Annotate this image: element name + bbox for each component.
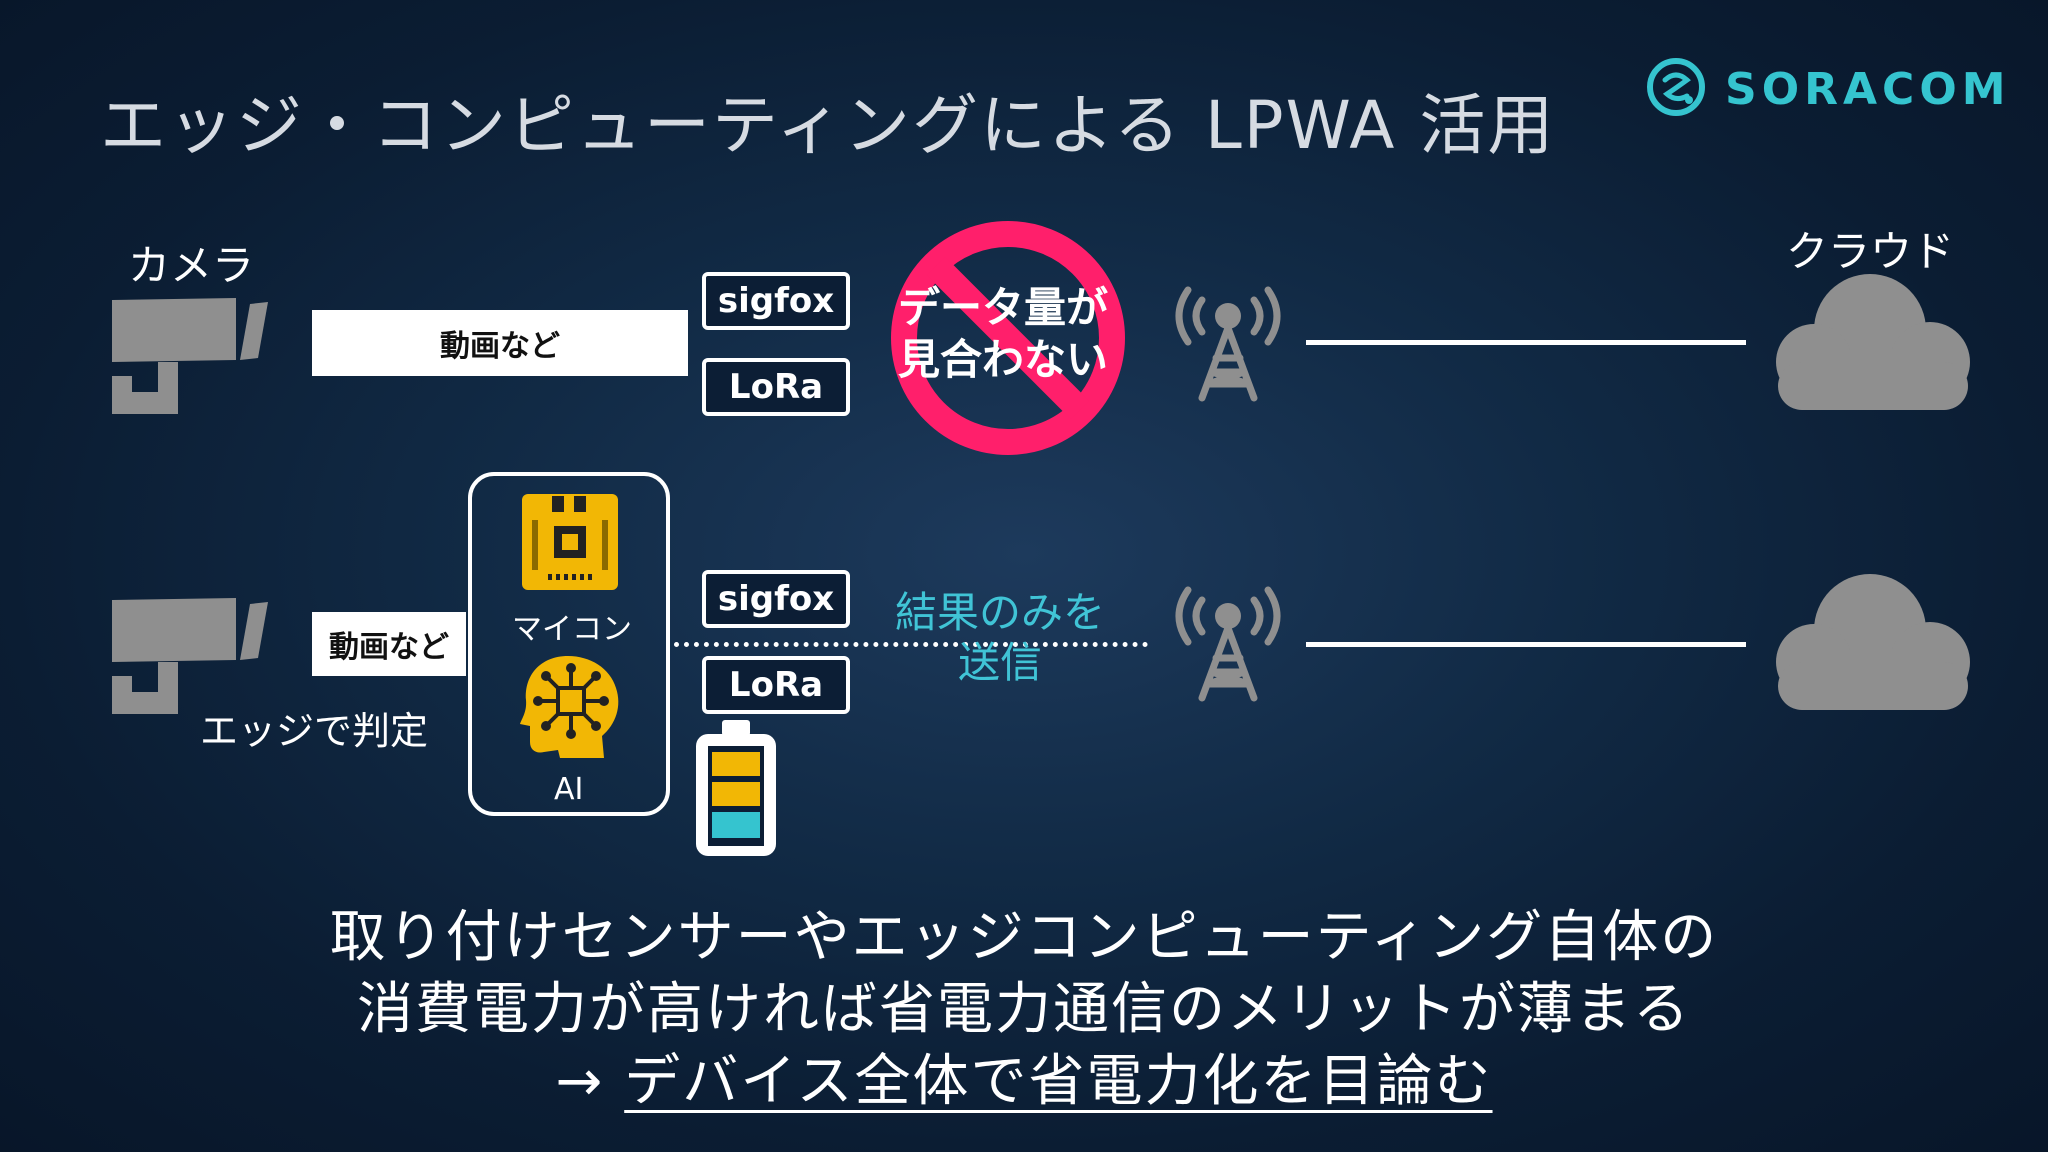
- soracom-logo-text: SORACOM: [1725, 63, 2011, 115]
- footer-arrow: →: [555, 1049, 605, 1114]
- result-caption-line-2: 送信: [957, 638, 1042, 687]
- connection-line-edge: [674, 642, 1148, 647]
- cloud-label: クラウド: [1786, 227, 1955, 276]
- camera-label: カメラ: [128, 241, 255, 290]
- no-entry-caption-line-2: 見合わない: [897, 335, 1108, 384]
- footer-line-2: 消費電力が高ければ省電力通信のメリットが薄まる: [357, 977, 1691, 1042]
- cloud-icon: [1764, 566, 1974, 722]
- no-entry-icon: [886, 216, 1130, 464]
- camera-icon: [108, 292, 268, 418]
- lora-badge: LoRa: [702, 358, 850, 416]
- footer-conclusion: デバイス全体で省電力化を目論む: [624, 1049, 1493, 1114]
- antenna-tower-icon: [1168, 286, 1288, 406]
- result-caption-line-1: 結果のみを: [894, 588, 1105, 637]
- slide-title: エッジ・コンピューティングによる LPWA 活用: [100, 87, 1556, 164]
- edge-judgement-label: エッジで判定: [200, 709, 429, 753]
- battery-icon: [692, 718, 780, 864]
- connection-line-top: [1306, 340, 1746, 345]
- edge-device-box: [468, 472, 670, 816]
- no-entry-caption: データ量が 見合わない: [888, 282, 1118, 386]
- sigfox-badge: sigfox: [702, 570, 850, 628]
- footer-line-1: 取り付けセンサーやエッジコンピューティング自体の: [329, 905, 1719, 970]
- camera-icon: [108, 592, 268, 718]
- soracom-logo: SORACOM: [1645, 56, 2011, 122]
- antenna-tower-icon: [1168, 586, 1288, 706]
- ai-label: AI: [554, 772, 584, 807]
- microcontroller-label: マイコン: [512, 612, 632, 647]
- no-entry-caption-line-1: データ量が: [897, 283, 1108, 332]
- footer-line-3: → デバイス全体で省電力化を目論む: [0, 1036, 2048, 1117]
- connection-line-bottom: [1306, 642, 1746, 647]
- cloud-icon: [1764, 266, 1974, 422]
- data-type-box: 動画など: [312, 612, 466, 676]
- lora-badge: LoRa: [702, 656, 850, 714]
- sigfox-badge: sigfox: [702, 272, 850, 330]
- ai-head-icon: [518, 652, 622, 764]
- data-type-box: 動画など: [312, 310, 688, 376]
- result-caption: 結果のみを 送信: [880, 588, 1120, 688]
- microcontroller-icon: [518, 490, 622, 598]
- soracom-logo-icon: [1645, 56, 1707, 122]
